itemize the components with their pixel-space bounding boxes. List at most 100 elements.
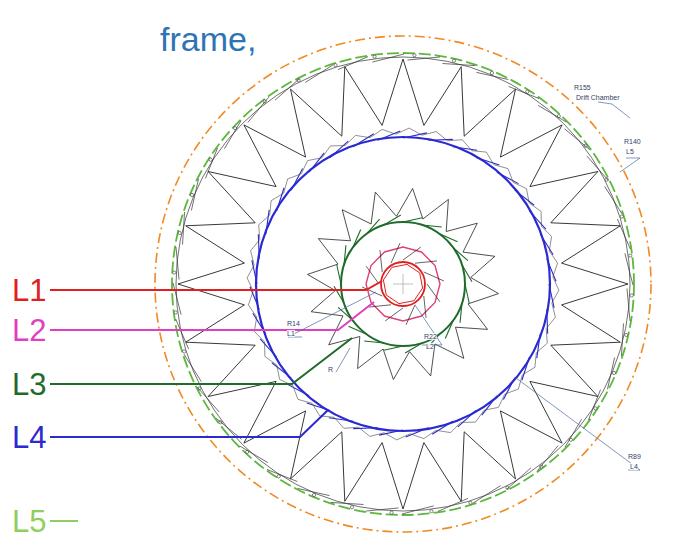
staves: [173, 54, 634, 515]
l5-stave: [366, 508, 398, 511]
l5-stave: [205, 148, 217, 178]
l4-stave: [307, 403, 330, 411]
l4-stave: [379, 430, 403, 435]
l5-stave: [565, 419, 582, 447]
stave-zigzag: [178, 59, 628, 509]
l5-stave: [507, 468, 531, 490]
l1-ring: [381, 262, 425, 306]
l3-stave: [453, 248, 468, 261]
mount-hole: [209, 158, 212, 161]
l4-stave: [406, 428, 429, 437]
l5-stave: [372, 54, 404, 62]
layer-label: L4: [12, 422, 46, 453]
l2-stave: [391, 243, 400, 263]
leader-line: [620, 158, 640, 172]
l3-stave: [403, 218, 422, 222]
l3-stave: [334, 286, 344, 303]
layer-label: L5: [12, 506, 46, 537]
mount-hole: [594, 407, 597, 410]
l5-stave: [438, 498, 468, 511]
l4-stave: [482, 396, 497, 415]
l5-stave: [538, 105, 566, 122]
l4-stave: [522, 357, 530, 380]
l3-stave: [405, 343, 422, 353]
l4-stave: [252, 260, 257, 284]
l4-stave: [260, 339, 276, 357]
l5-ring: [172, 53, 634, 515]
l5-stave: [267, 469, 297, 481]
l4-stave: [515, 190, 534, 205]
l2-stave: [424, 296, 426, 318]
l5-stave: [442, 64, 475, 66]
l2-stave: [406, 305, 415, 325]
l2-stave: [380, 250, 382, 272]
l5-stave: [305, 65, 333, 82]
dimension-label: L1: [287, 330, 295, 337]
dimension-label: Drift Chamber: [576, 94, 620, 101]
l2-stave: [366, 266, 379, 284]
mount-hole: [620, 215, 623, 218]
l5-stave: [588, 390, 600, 420]
mount-hole: [469, 501, 472, 504]
l2-stave: [415, 261, 437, 263]
l5-stave: [198, 388, 220, 412]
leader-line: [50, 520, 78, 522]
l5-stave: [402, 506, 434, 514]
mount-hole: [413, 54, 416, 57]
drift-chamber-ring: [155, 36, 651, 532]
l4-stave: [476, 158, 499, 166]
mount-hole: [190, 193, 193, 196]
l3-stave: [384, 215, 401, 225]
l3-stave: [460, 303, 462, 323]
l4-stave: [378, 131, 401, 140]
l5-stave: [338, 57, 368, 70]
dimension-label: R: [328, 366, 333, 373]
dimension-label: L2: [426, 343, 434, 350]
l3-stave: [384, 346, 403, 350]
l4-stave: [288, 384, 310, 395]
l4-stave: [549, 284, 554, 308]
l5-stave: [607, 357, 614, 389]
l5-stave: [565, 129, 590, 150]
l5-stave: [176, 247, 179, 279]
l3-stave: [465, 284, 469, 303]
l3-stave: [338, 307, 353, 320]
l1-stave: [383, 264, 422, 303]
mount-hole: [178, 231, 181, 234]
layer-label: L2: [12, 315, 46, 346]
l3-stave: [422, 225, 442, 227]
mount-hole: [629, 254, 632, 257]
mount-hole: [490, 71, 493, 74]
l5-stave: [248, 97, 269, 122]
l3-stave: [445, 320, 453, 338]
mount-hole: [277, 475, 280, 478]
leader-line: [288, 292, 376, 337]
l5-stave: [587, 156, 609, 180]
leader-line: [50, 410, 328, 437]
mount-hole: [173, 271, 176, 274]
dimension-label: L4: [630, 463, 638, 470]
l3-stave: [439, 234, 457, 242]
l5-stave: [240, 446, 268, 463]
l5-stave: [627, 288, 630, 320]
l3-ring: [341, 222, 465, 346]
l5-stave: [275, 79, 299, 101]
l2-stave: [403, 247, 421, 260]
l5-stave: [184, 354, 201, 382]
dimension-label: R140: [624, 138, 641, 145]
support-ring: [176, 57, 630, 511]
l4-sawtooth: [247, 128, 559, 440]
dimension-label: R89: [628, 453, 641, 460]
l4-stave: [309, 153, 324, 172]
l5-stave: [625, 253, 633, 285]
l3-stave: [462, 265, 472, 282]
layer-label: L3: [12, 369, 46, 400]
l5-stave: [183, 212, 185, 245]
l4-stave: [537, 334, 540, 358]
leader-line: [50, 281, 382, 290]
l2-stave: [362, 287, 382, 296]
l3-stave: [364, 341, 384, 343]
l4-stave: [266, 210, 269, 234]
l5-stave: [621, 323, 623, 356]
